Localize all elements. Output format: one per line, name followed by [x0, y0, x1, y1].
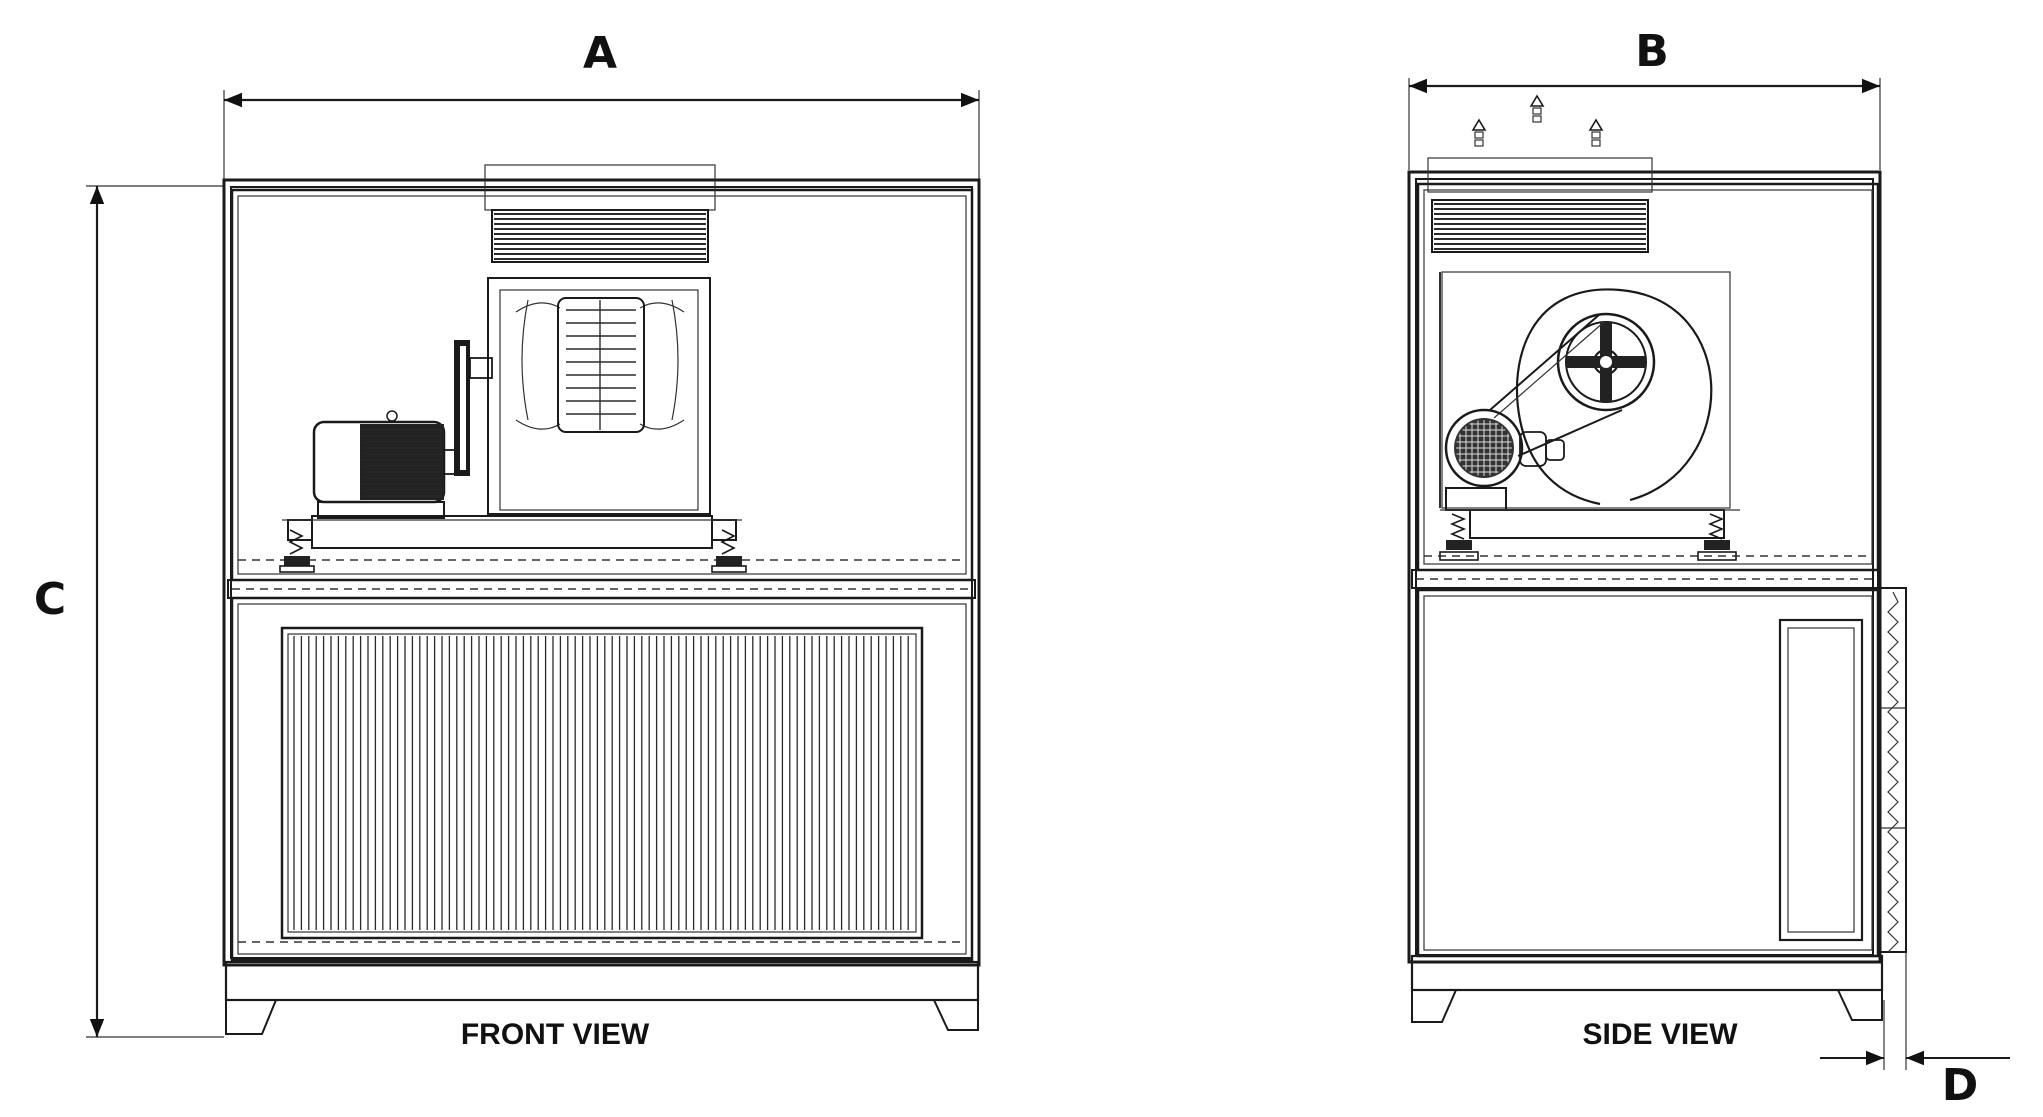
front-view-caption: FRONT VIEW — [461, 1018, 650, 1051]
dimension-b-label: B — [1635, 26, 1669, 77]
motor-front — [312, 410, 457, 519]
front-view: FRONT VIEW — [222, 164, 981, 1051]
drive-belt-side — [1489, 313, 1623, 457]
dimension-b: B — [1408, 26, 1881, 170]
cooling-coil — [280, 626, 924, 940]
coil-header-side — [1879, 587, 1907, 953]
motor-side — [1444, 408, 1565, 511]
dimension-c-label: C — [34, 574, 66, 625]
coil-side-panel — [1778, 618, 1864, 942]
isolator-right-side — [1697, 513, 1737, 561]
dimension-d-label: D — [1942, 1060, 1979, 1111]
airflow-arrows — [1471, 94, 1604, 147]
isolator-right-front — [711, 529, 747, 573]
flexible-connector-side — [1431, 199, 1649, 253]
dimension-c: C — [34, 185, 224, 1038]
flexible-connector-front — [491, 209, 709, 263]
side-view-caption: SIDE VIEW — [1582, 1018, 1738, 1051]
belt-pulley-front — [454, 340, 470, 476]
isolator-left-front — [279, 529, 315, 573]
dimension-a: A — [223, 28, 980, 180]
isolator-left-side — [1439, 513, 1479, 561]
dimension-a-label: A — [583, 28, 617, 79]
fan-scroll-side — [1439, 271, 1731, 509]
side-view: SIDE VIEW — [1407, 157, 1907, 1051]
fan-housing-front — [487, 277, 711, 515]
dimension-d: D — [1820, 952, 2010, 1111]
